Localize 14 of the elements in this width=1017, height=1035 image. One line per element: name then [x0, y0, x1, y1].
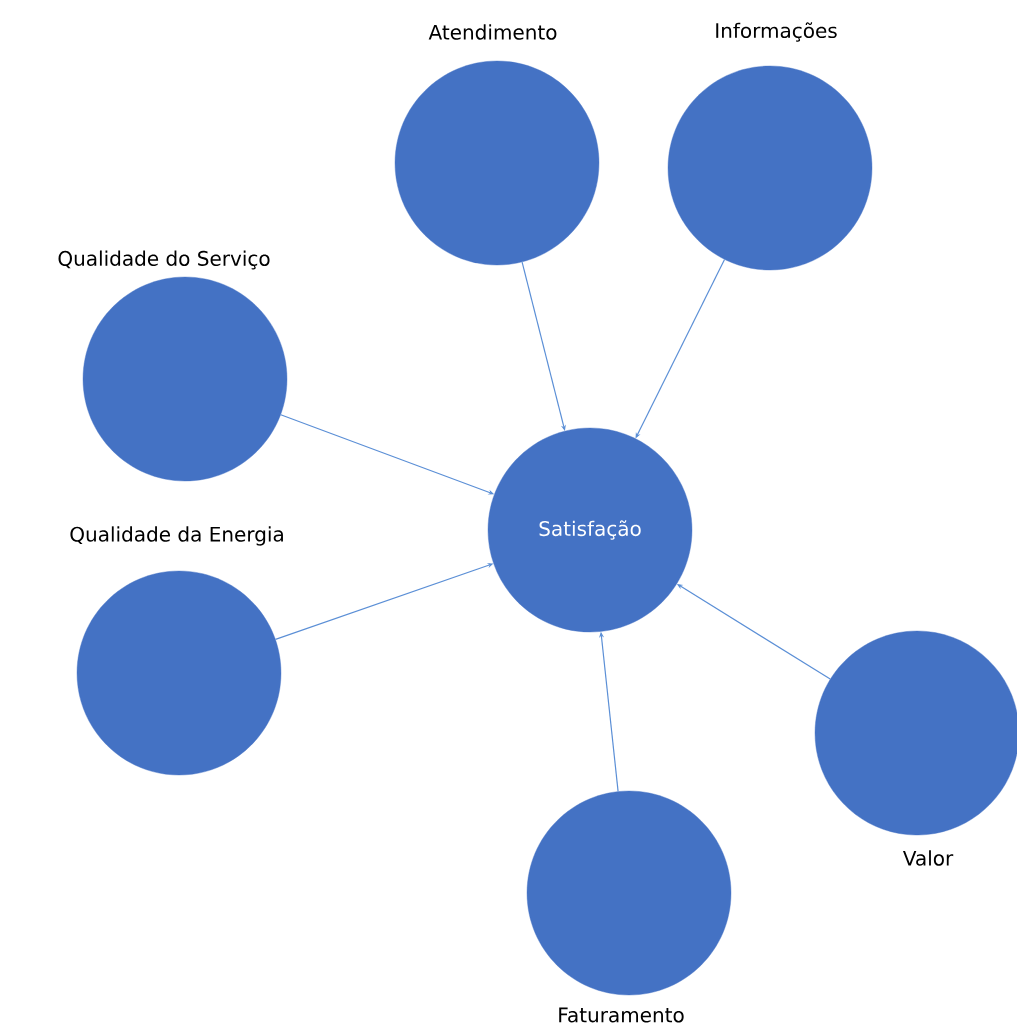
node-label: Atendimento	[428, 24, 557, 40]
circle-node	[70, 526, 283, 776]
circle-node	[667, 22, 873, 271]
circle-node	[526, 790, 732, 1023]
arrow	[521, 261, 566, 431]
node-label: Qualidade do Serviço	[58, 250, 270, 270]
circle-node: Satisfação	[487, 427, 693, 633]
circle-node	[58, 250, 288, 482]
node-label: Qualidade da Energia	[70, 526, 283, 546]
circle-node	[814, 630, 1017, 866]
circle-node	[394, 24, 600, 266]
node-label: Valor	[902, 850, 954, 866]
node-label: Informações	[716, 22, 837, 42]
node-label: Faturamento	[559, 1007, 684, 1023]
